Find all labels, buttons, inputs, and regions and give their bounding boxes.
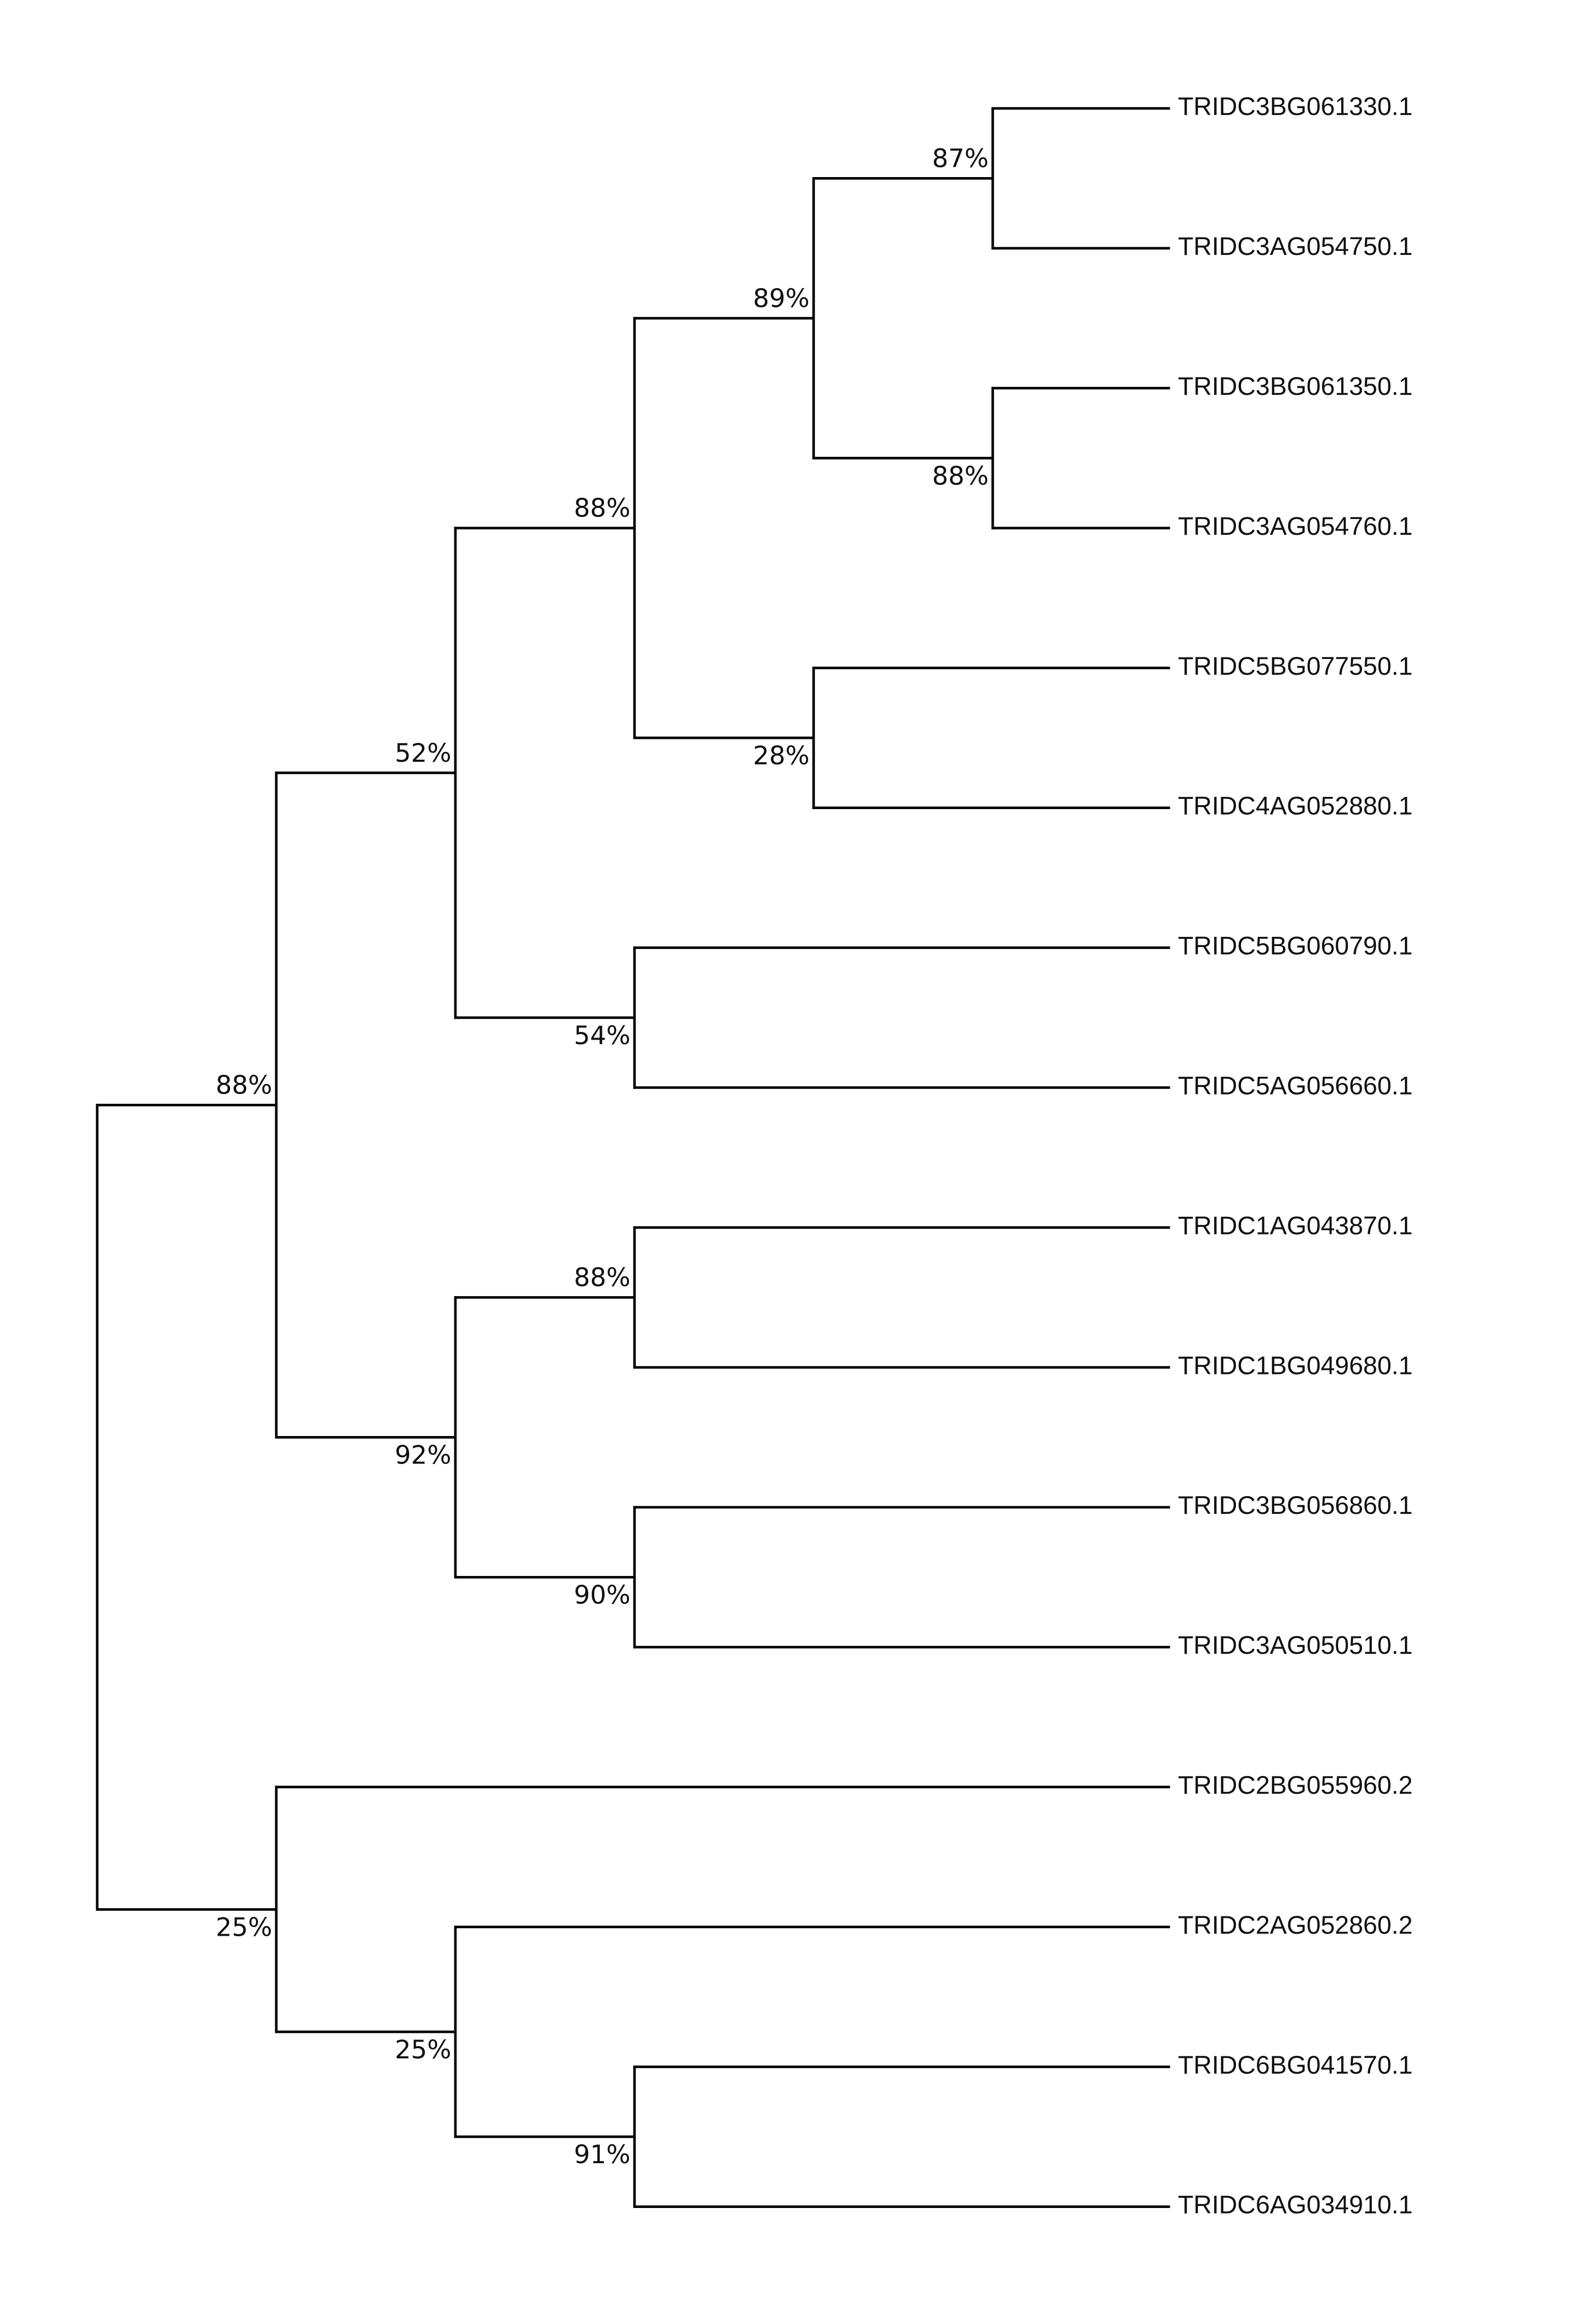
leaf-labels: TRIDC3BG061330.1TRIDC3AG054750.1TRIDC3BG… (1178, 92, 1412, 2219)
support-label-n10: 92% (395, 1441, 451, 1470)
support-label-n13: 25% (395, 2035, 451, 2064)
support-label-n7: 52% (395, 738, 451, 768)
leaf-label: TRIDC3BG061350.1 (1178, 372, 1412, 400)
leaf-label: TRIDC3AG054760.1 (1178, 512, 1412, 540)
leaf-label: TRIDC2BG055960.2 (1178, 1771, 1412, 1799)
leaf-label: TRIDC5AG056660.1 (1178, 1072, 1412, 1100)
support-label-n11: 88% (216, 1071, 272, 1100)
leaf-label: TRIDC3BG061330.1 (1178, 92, 1412, 121)
leaf-label: TRIDC5BG060790.1 (1178, 932, 1412, 960)
bootstrap-support-labels: 87% 88% 89% 28% 88% 54% 52% 88% 90% 92% 88% 91% 25% 2… (216, 144, 989, 2169)
support-label-n5: 88% (574, 494, 630, 523)
leaf-label: TRIDC4AG052880.1 (1178, 792, 1412, 820)
support-label-n4: 28% (753, 741, 810, 770)
leaf-label: TRIDC3BG056860.1 (1178, 1491, 1412, 1519)
tree-branches (96, 107, 1170, 2208)
leaf-label: TRIDC6AG034910.1 (1178, 2191, 1412, 2219)
support-label-n12: 91% (574, 2140, 630, 2169)
support-label-n8: 88% (574, 1263, 630, 1293)
leaf-label: TRIDC5BG077550.1 (1178, 652, 1412, 680)
leaf-label: TRIDC3AG054750.1 (1178, 232, 1412, 261)
leaf-label: TRIDC2AG052860.2 (1178, 1911, 1412, 1939)
support-label-n3: 89% (753, 283, 810, 313)
leaf-label: TRIDC6BG041570.1 (1178, 2051, 1412, 2079)
support-label-n14: 25% (216, 1912, 272, 1942)
leaf-label: TRIDC1AG043870.1 (1178, 1211, 1412, 1240)
support-label-n2: 88% (932, 461, 989, 491)
support-label-n6: 54% (574, 1021, 630, 1050)
support-label-n9: 90% (574, 1580, 630, 1610)
support-label-n1: 87% (932, 144, 989, 173)
leaf-label: TRIDC1BG049680.1 (1178, 1351, 1412, 1380)
leaf-label: TRIDC3AG050510.1 (1178, 1631, 1412, 1659)
